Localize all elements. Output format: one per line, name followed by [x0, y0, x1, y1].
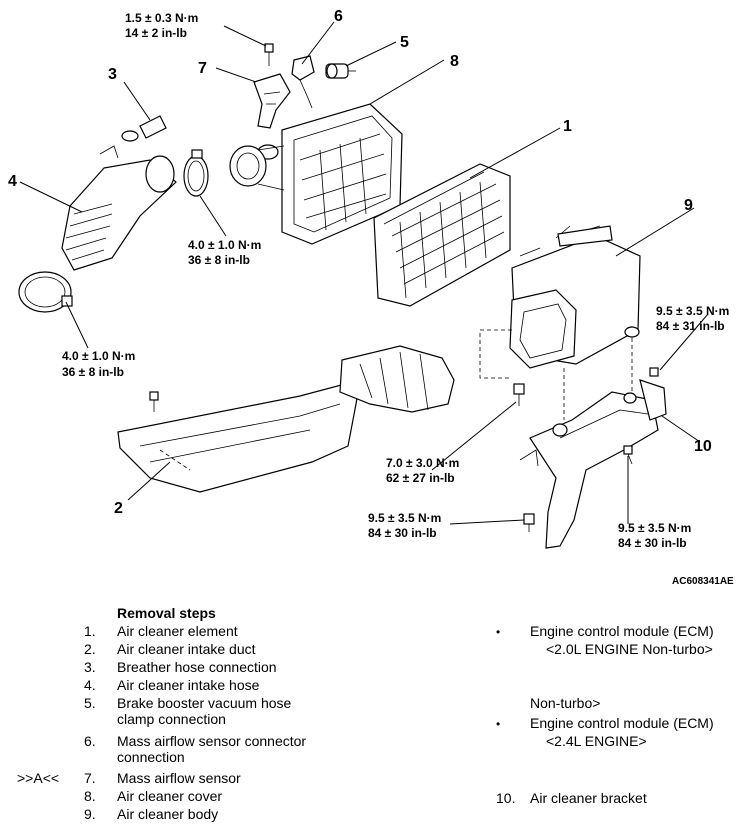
intake-hose-part-4 — [61, 145, 177, 271]
svg-text:36 ± 8 in-lb: 36 ± 8 in-lb — [62, 365, 124, 379]
non-turbo-note: Non-turbo> — [530, 695, 601, 711]
svg-text:4.0 ± 1.0 N·m: 4.0 ± 1.0 N·m — [62, 349, 135, 363]
bracket-bolt-right — [623, 445, 633, 465]
body-mount-bolt — [513, 383, 525, 406]
step-row: 5. Brake booster vacuum hose clamp conne… — [84, 695, 292, 727]
torque-label-lower-clamp: 4.0 ± 1.0 N·m 36 ± 8 in-lb — [62, 349, 135, 379]
step-row: 2. Air cleaner intake duct — [84, 641, 256, 657]
step-row: 6. Mass airflow sensor connector connect… — [84, 733, 307, 765]
removal-steps-title: Removal steps — [117, 605, 216, 621]
step-row: 3. Breather hose connection — [84, 659, 277, 675]
callout-8: 8 — [450, 53, 459, 70]
step-row: 8. Air cleaner cover — [84, 788, 223, 804]
svg-text:62 ± 27 in-lb: 62 ± 27 in-lb — [386, 471, 455, 485]
svg-text:9.5 ± 3.5 N·m: 9.5 ± 3.5 N·m — [618, 521, 691, 535]
intake-duct-part-2 — [117, 345, 455, 493]
step-10-row: 10. Air cleaner bracket — [496, 790, 647, 806]
torque-label-bracket-right: 9.5 ± 3.5 N·m 84 ± 30 in-lb — [618, 521, 691, 550]
step-row: >>A<< 7. Mass airflow sensor — [17, 770, 241, 786]
svg-text:9.5 ± 3.5 N·m: 9.5 ± 3.5 N·m — [656, 304, 729, 318]
svg-text:1.5 ± 0.3 N·m: 1.5 ± 0.3 N·m — [125, 11, 198, 25]
exploded-parts-diagram: 1 2 3 4 5 6 7 8 9 10 1.5 ± 0.3 N·m 14 ± … — [8, 8, 734, 587]
bullet-icon: • — [496, 717, 501, 731]
callout-1: 1 — [563, 118, 572, 135]
figure-code: AC608341AE — [672, 576, 734, 587]
lower-hose-clamp — [18, 271, 73, 313]
bracket-bolt-lower — [523, 513, 535, 532]
air-cleaner-bracket-part-10 — [519, 379, 667, 549]
vacuum-hose-clamp-part-5 — [325, 63, 356, 79]
procedure-mark: >>A<< — [17, 770, 60, 786]
leader-lines — [19, 21, 709, 525]
bracket-bolt-upper — [649, 367, 659, 377]
top-cover-bolt — [264, 43, 274, 66]
svg-text:9.5 ± 3.5 N·m: 9.5 ± 3.5 N·m — [368, 511, 441, 525]
air-cleaner-body-part-9 — [509, 225, 641, 369]
torque-label-upper-clamp: 4.0 ± 1.0 N·m 36 ± 8 in-lb — [188, 238, 261, 267]
svg-text:7.0 ± 3.0 N·m: 7.0 ± 3.0 N·m — [386, 456, 459, 470]
torque-label-bracket-lower: 9.5 ± 3.5 N·m 84 ± 30 in-lb — [368, 511, 441, 540]
callout-7: 7 — [198, 60, 207, 77]
torque-label-bracket-upper: 9.5 ± 3.5 N·m 84 ± 31 in-lb — [656, 304, 729, 333]
svg-text:36 ± 8 in-lb: 36 ± 8 in-lb — [188, 253, 250, 267]
callout-2: 2 — [114, 500, 123, 517]
svg-text:4.0 ± 1.0 N·m: 4.0 ± 1.0 N·m — [188, 238, 261, 252]
torque-label-body-mount: 7.0 ± 3.0 N·m 62 ± 27 in-lb — [386, 456, 459, 485]
callout-10: 10 — [694, 438, 712, 455]
callout-5: 5 — [400, 34, 409, 51]
step-row: 4. Air cleaner intake hose — [84, 677, 260, 693]
air-cleaner-cover-part-8 — [229, 103, 403, 245]
step-row: 9. Air cleaner body — [84, 806, 219, 822]
callout-4: 4 — [8, 173, 17, 190]
ecm-note-2-4l: • Engine control module (ECM) <2.4L ENGI… — [496, 715, 714, 749]
callout-6: 6 — [334, 8, 343, 25]
svg-text:14 ± 2 in-lb: 14 ± 2 in-lb — [125, 26, 187, 40]
svg-text:84 ± 30 in-lb: 84 ± 30 in-lb — [368, 526, 437, 540]
removal-steps-section: Removal steps 1. Air cleaner element 2. … — [0, 603, 747, 833]
breather-hose-part-3 — [121, 115, 167, 142]
svg-text:84 ± 30 in-lb: 84 ± 30 in-lb — [618, 536, 687, 550]
callout-3: 3 — [108, 66, 117, 83]
callout-9: 9 — [684, 197, 693, 214]
air-cleaner-element-part-1 — [373, 163, 511, 307]
bullet-icon: • — [496, 625, 501, 639]
upper-hose-clamp — [183, 149, 209, 197]
step-row: 1. Air cleaner element — [84, 623, 238, 639]
torque-label-top: 1.5 ± 0.3 N·m 14 ± 2 in-lb — [125, 11, 198, 40]
svg-text:84 ± 31 in-lb: 84 ± 31 in-lb — [656, 319, 725, 333]
ecm-note-2-0l: • Engine control module (ECM) <2.0L ENGI… — [496, 623, 714, 657]
maf-connector-part-6 — [291, 55, 315, 109]
